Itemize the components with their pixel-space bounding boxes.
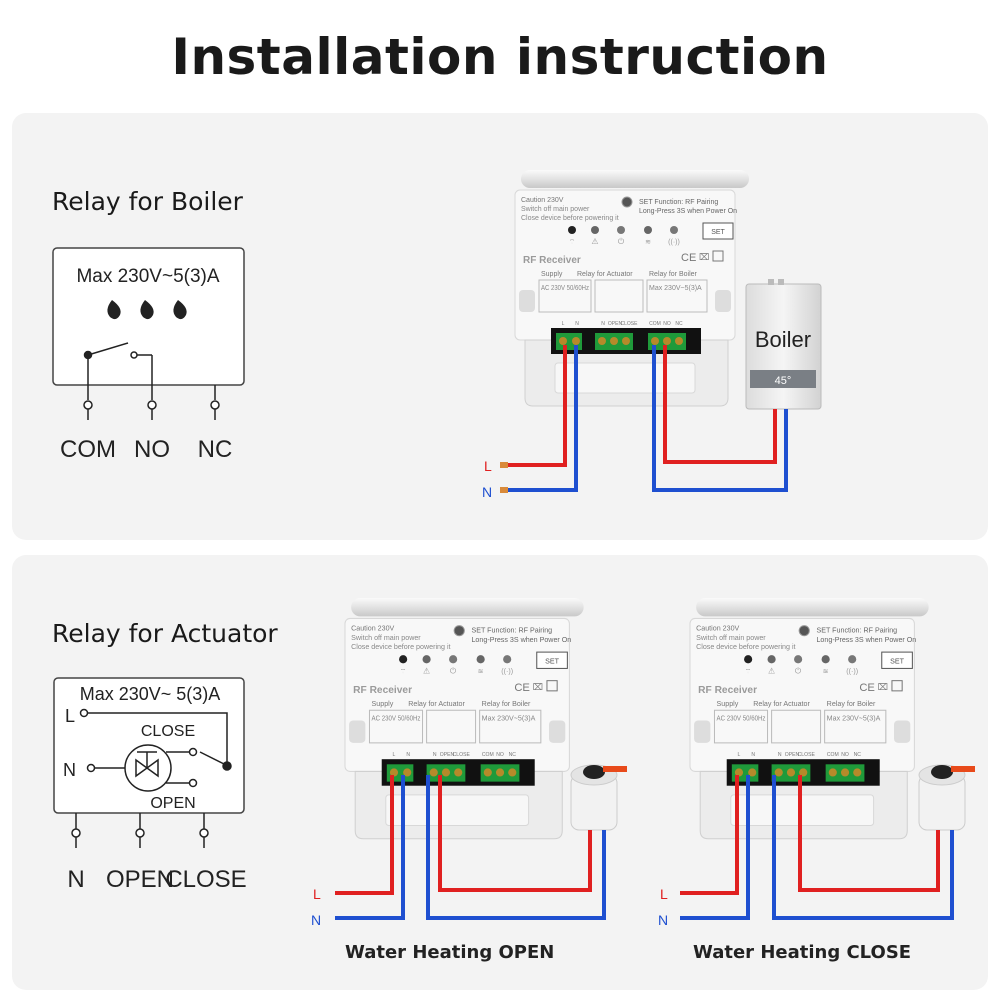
svg-text:⏻: ⏻	[618, 237, 625, 246]
terminal-labels: L N N OPEN CLOSE COM NO NC	[562, 321, 683, 327]
double-insulation-icon	[712, 250, 724, 262]
actuator-group-label: Relay for Actuator	[577, 271, 633, 278]
actuator-open	[570, 764, 627, 831]
actuator-close-wiring	[680, 775, 954, 920]
rf-receiver-actuator-open	[344, 597, 585, 840]
rf-receiver-boiler: Caution 230V Switch off main power Close…	[514, 170, 749, 407]
svg-text:L: L	[562, 321, 565, 327]
set-longpress-line: Long-Press 3S when Power On	[639, 208, 737, 215]
caution-label: Caution 230V	[521, 197, 564, 204]
inner-n-label: N	[63, 760, 76, 780]
actuator-section-heading: Relay for Actuator	[52, 619, 278, 648]
wire-label-n: N	[482, 484, 492, 500]
boiler-feed-wire	[663, 345, 777, 464]
terminal-screws	[559, 337, 683, 345]
live-wire	[505, 345, 567, 467]
caption-water-heating-close: Water Heating CLOSE	[693, 942, 912, 963]
svg-text:COM: COM	[649, 321, 661, 327]
terminal-no-label: NO	[134, 436, 170, 463]
relay-switch-symbol	[83, 342, 220, 420]
supply-spec: AC 230V 50/60Hz	[541, 285, 589, 292]
antenna	[521, 170, 749, 188]
inner-close-label: CLOSE	[141, 723, 195, 740]
terminal-n-label: N	[67, 866, 84, 893]
inner-open-label: OPEN	[150, 795, 195, 812]
neutral-wire	[505, 345, 578, 492]
boiler-label: Boiler	[755, 327, 811, 352]
boiler-section-heading: Relay for Boiler	[52, 187, 243, 216]
wire-label-n-close: N	[658, 912, 668, 928]
wire-label-l-open: L	[313, 886, 321, 902]
wire-label-n-open: N	[311, 912, 321, 928]
weee-icon: ⌧	[699, 252, 709, 262]
boiler-relay-schematic: Max 230V~5(3)A COM NO NC	[52, 247, 245, 463]
svg-text:N: N	[601, 321, 605, 327]
wire-label-l-close: L	[660, 886, 668, 902]
set-button-label: SET	[711, 229, 725, 236]
page-title: Installation instruction	[171, 28, 829, 86]
rf-receiver-label: RF Receiver	[523, 255, 581, 266]
rf-receiver-actuator-close	[689, 597, 930, 840]
inner-l-label: L	[65, 706, 75, 726]
set-function-line: SET Function: RF Pairing	[639, 199, 718, 206]
terminal-open-label: OPEN	[106, 866, 174, 893]
svg-text:⌔: ⌔	[569, 239, 576, 246]
svg-text:≋: ≋	[645, 239, 651, 246]
svg-text:CLOSE: CLOSE	[621, 321, 639, 327]
power-button[interactable]	[621, 196, 633, 208]
wire-label-l: L	[484, 458, 492, 474]
water-drop-icons	[107, 300, 187, 320]
valve-switch-symbol	[71, 708, 232, 848]
boiler-group-label: Relay for Boiler	[649, 271, 698, 278]
status-leds: ⌔ ⚠ ⏻ ≋ ((·))	[568, 226, 680, 246]
terminal-nc-label: NC	[198, 436, 233, 463]
actuator-rating-label: Max 230V~ 5(3)A	[80, 684, 221, 704]
svg-text:NO: NO	[663, 321, 671, 327]
svg-text:⚠: ⚠	[591, 237, 598, 246]
boiler-return-wire	[652, 345, 788, 492]
caution-line-1: Switch off main power	[521, 206, 590, 213]
svg-text:((·)): ((·))	[668, 239, 680, 246]
terminal-com-label: COM	[60, 436, 116, 463]
boiler-unit: Boiler 45°	[745, 279, 822, 410]
supply-group-label: Supply	[541, 271, 563, 278]
boiler-wiring	[500, 345, 788, 493]
ce-mark: CE	[681, 252, 696, 264]
boiler-rating-label: Max 230V~5(3)A	[76, 266, 219, 287]
boiler-display: 45°	[775, 375, 792, 387]
svg-text:OPEN: OPEN	[608, 321, 623, 327]
svg-text:N: N	[575, 321, 579, 327]
set-button[interactable]	[702, 222, 734, 240]
terminal-close-label: CLOSE	[165, 866, 246, 893]
actuator-relay-schematic: Max 230V~ 5(3)A L N CLOSE OPEN N OPEN CL…	[53, 677, 247, 893]
svg-text:NC: NC	[675, 321, 683, 327]
boiler-spec: Max 230V~5(3)A	[649, 285, 702, 292]
actuator-open-wiring	[335, 775, 606, 920]
caution-line-2: Close device before powering it	[521, 215, 619, 222]
actuator-close	[918, 764, 975, 831]
caption-water-heating-open: Water Heating OPEN	[345, 942, 555, 963]
